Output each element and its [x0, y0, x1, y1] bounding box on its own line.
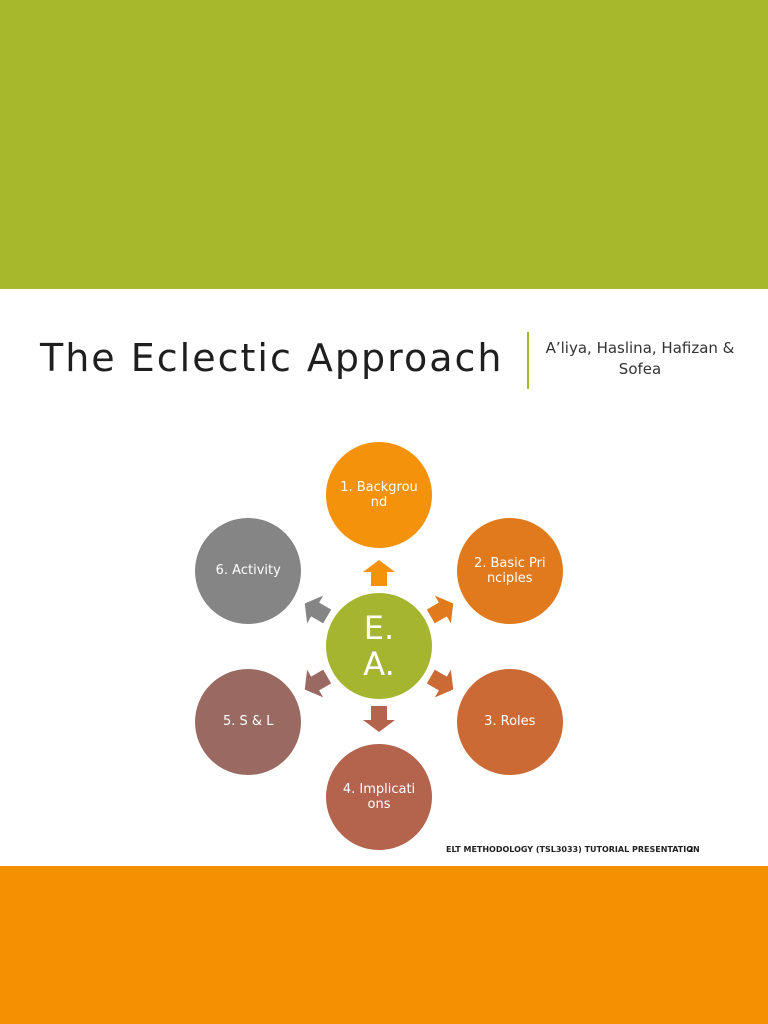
node-implications: 4. Implications	[326, 744, 432, 850]
footer-text: ELT METHODOLOGY (TSL3033) TUTORIAL PRESE…	[446, 845, 700, 854]
arrow-to-background-icon	[363, 560, 395, 586]
node-basic-principles-label: 2. Basic Principles	[473, 555, 546, 586]
node-implications-label: 4. Implications	[342, 782, 416, 812]
node-roles: 3. Roles	[456, 668, 563, 775]
node-activity: 6. Activity	[195, 517, 302, 624]
arrow-to-implications-icon	[363, 706, 395, 732]
node-activity-label: 6. Activity	[215, 563, 281, 578]
center-node: E. A.	[326, 593, 432, 699]
node-roles-label: 3. Roles	[484, 714, 536, 729]
arrow-to-basic-principles-icon	[426, 595, 454, 623]
top-color-band	[0, 0, 768, 289]
slide-authors: A’liya, Haslina, Hafizan & Sofea	[545, 339, 735, 378]
page-number: 2	[688, 845, 694, 854]
radial-cycle-diagram: E. A. 1. Background 2. Basic Principles …	[0, 420, 768, 860]
node-background-label: 1. Background	[340, 480, 418, 510]
slide-title: The Eclectic Approach	[40, 336, 504, 380]
node-s-and-l-label: 5. S & L	[223, 714, 274, 729]
bottom-color-band	[0, 866, 768, 1024]
arrow-to-activity-icon	[304, 595, 332, 623]
node-background: 1. Background	[326, 442, 432, 548]
arrow-to-roles-icon	[426, 669, 454, 697]
center-node-label: E. A.	[363, 609, 395, 683]
title-divider	[527, 332, 529, 389]
arrow-to-s-and-l-icon	[304, 669, 332, 697]
node-s-and-l: 5. S & L	[195, 668, 302, 775]
node-basic-principles: 2. Basic Principles	[456, 517, 563, 624]
